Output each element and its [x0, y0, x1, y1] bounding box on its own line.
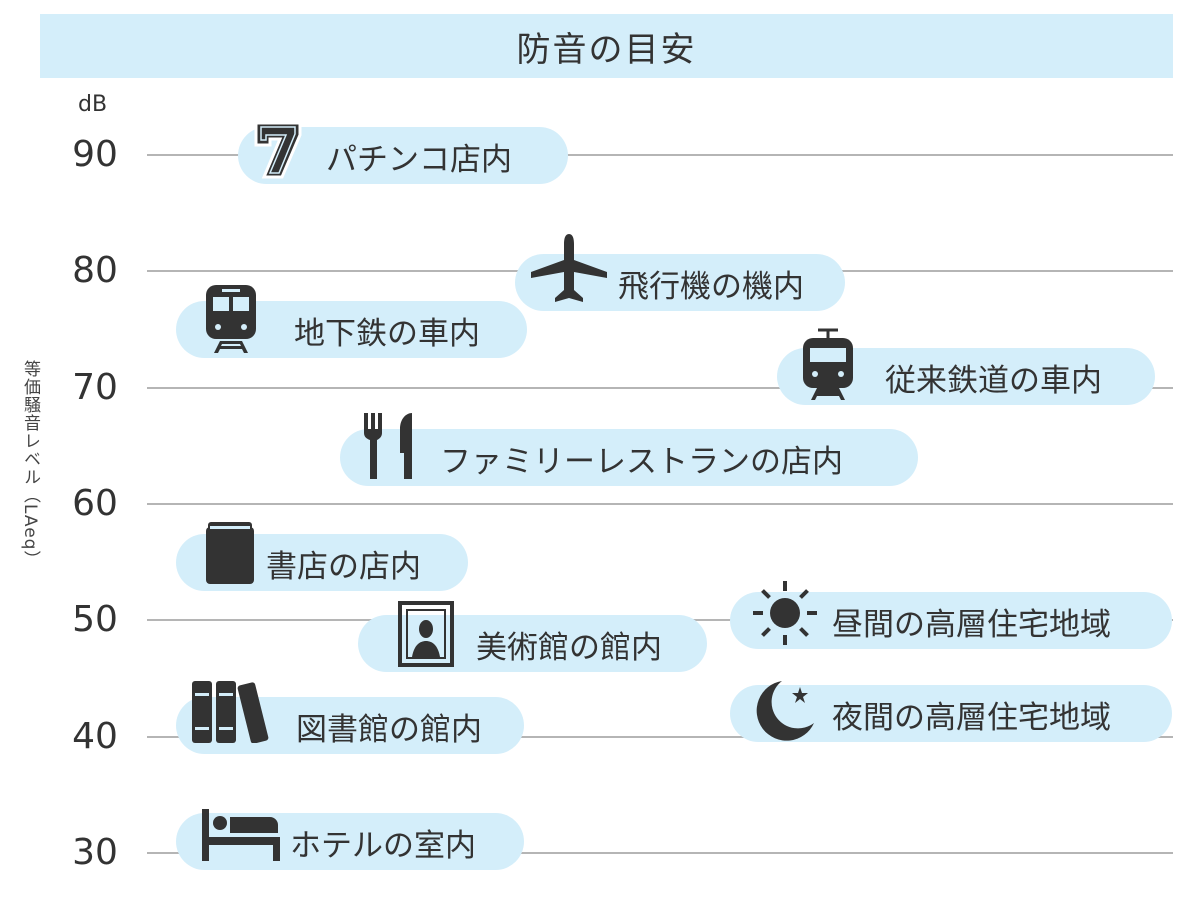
airplane-icon	[531, 234, 607, 303]
fork-knife-icon	[364, 412, 412, 479]
item-hotel: ホテルの室内	[176, 808, 524, 870]
y-tick-label: 90	[72, 134, 118, 175]
item-label: 美術館の館内	[476, 630, 662, 667]
gridline	[147, 154, 1173, 156]
item-pachinko: パチンコ店内	[238, 121, 568, 184]
y-tick-label: 40	[72, 715, 118, 757]
item-label: ホテルの室内	[290, 827, 476, 864]
y-tick-label: 70	[72, 366, 118, 408]
item-label: 地下鉄の車内	[294, 316, 480, 352]
item-family-restaurant: ファミリーレストランの店内	[340, 412, 918, 486]
slot-seven-icon	[254, 121, 302, 178]
item-airplane: 飛行機の機内	[515, 234, 845, 312]
item-daytime-residential: 昼間の高層住宅地域	[730, 580, 1172, 649]
item-nighttime-residential: 夜間の高層住宅地域	[730, 680, 1172, 742]
item-train: 従来鉄道の車内	[777, 328, 1155, 405]
y-tick-label: 80	[72, 250, 118, 292]
gridline	[147, 735, 1173, 738]
y-unit-label: dB	[78, 92, 108, 117]
subway-icon	[206, 285, 256, 353]
gridline	[147, 503, 1173, 505]
item-library: 図書館の館内	[176, 680, 524, 754]
item-label: 飛行機の機内	[618, 269, 804, 306]
item-subway: 地下鉄の車内	[176, 285, 527, 358]
picture-frame-icon	[398, 601, 454, 668]
item-label: ファミリーレストランの店内	[440, 443, 843, 480]
book-icon	[206, 521, 254, 584]
sun-icon	[753, 580, 817, 645]
item-label: パチンコ店内	[326, 141, 512, 178]
y-tick-label: 30	[72, 832, 118, 873]
gridline	[147, 852, 1173, 854]
item-label: 昼間の高層住宅地域	[832, 606, 1111, 643]
books-icon	[192, 680, 269, 743]
item-label: 書店の店内	[266, 548, 421, 585]
y-tick-label: 60	[72, 483, 118, 524]
moon-star-icon	[756, 680, 814, 741]
chart-title: 防音の目安	[40, 14, 1173, 78]
train-icon	[803, 328, 853, 400]
item-label: 図書館の館内	[296, 711, 482, 748]
bed-icon	[202, 808, 280, 861]
item-art-museum: 美術館の館内	[358, 601, 707, 673]
item-label: 従来鉄道の車内	[885, 362, 1102, 399]
gridline	[147, 386, 1173, 389]
item-bookstore: 書店の店内	[176, 521, 468, 591]
item-label: 夜間の高層住宅地域	[832, 699, 1111, 736]
y-axis-label: 等価騒音レベル（LAeq）	[20, 360, 40, 569]
y-tick-label: 50	[72, 599, 118, 641]
